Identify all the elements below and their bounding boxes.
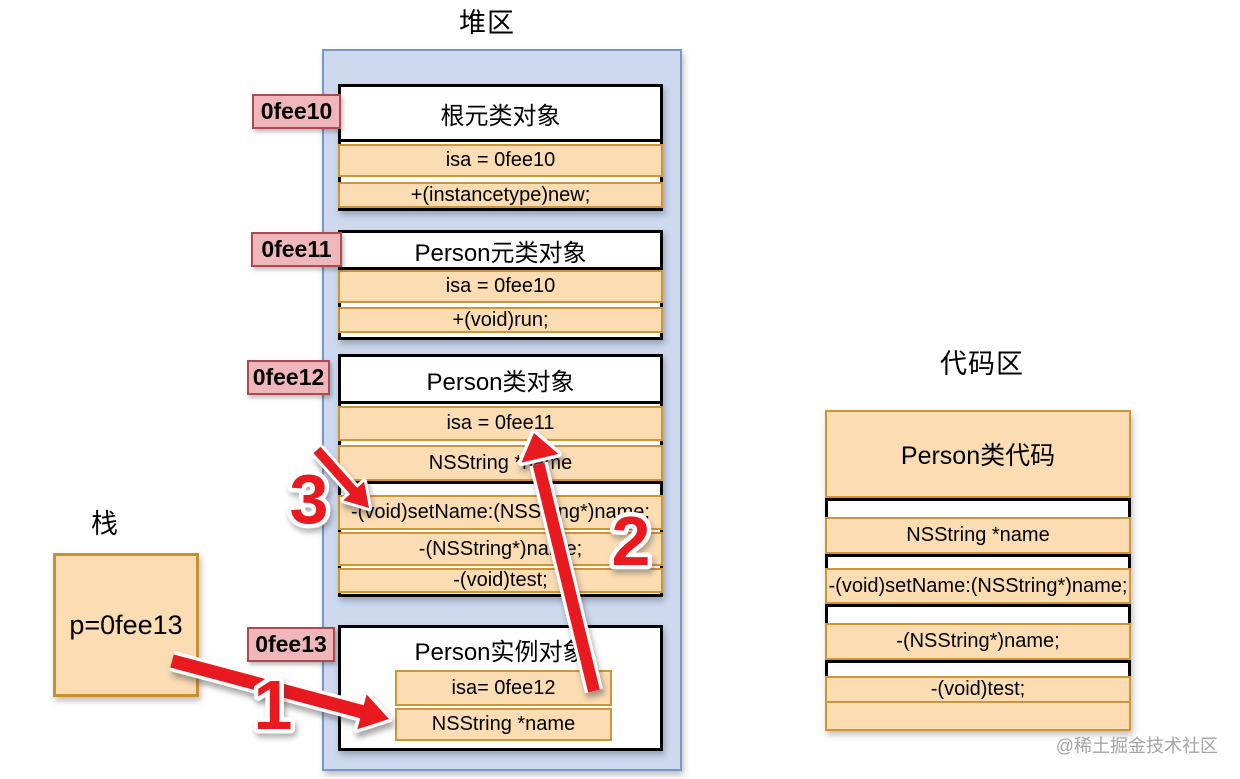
person-instance-title: Person实例对象 <box>414 638 587 666</box>
address-label-0fee12: 0fee12 <box>247 360 330 395</box>
person-class-separator <box>338 481 663 495</box>
code-gap <box>825 554 1131 568</box>
stack-variable-box: p=0fee13 <box>53 553 199 697</box>
code-empty-row <box>825 701 1131 731</box>
code-test-row: -(void)test; <box>825 676 1131 703</box>
person-metaclass-box: Person元类对象 isa = 0fee10 +(void)run; <box>338 230 663 340</box>
code-getname-row: -(NSString*)name; <box>825 623 1131 660</box>
code-area-title: Person类代码 <box>825 410 1131 498</box>
address-label-0fee11: 0fee11 <box>251 232 342 267</box>
heap-zone-title: 堆区 <box>459 8 515 38</box>
person-class-box: Person类对象 isa = 0fee11 NSString *name -(… <box>338 354 663 597</box>
person-class-name-row: NSString *name <box>338 445 663 481</box>
address-label-0fee10: 0fee10 <box>252 94 341 129</box>
code-area-box: Person类代码 NSString *name -(void)setName:… <box>825 410 1131 731</box>
person-class-isa-row: isa = 0fee11 <box>338 406 663 441</box>
code-zone-title: 代码区 <box>940 349 1024 379</box>
code-gap <box>825 604 1131 623</box>
arrow-1-number: 1 <box>254 666 293 744</box>
code-gap <box>825 498 1131 517</box>
root-metaclass-title: 根元类对象 <box>341 87 660 142</box>
watermark: @稀土掘金技术社区 <box>1055 736 1218 756</box>
root-metaclass-method-row: +(instancetype)new; <box>338 182 663 208</box>
person-metaclass-title: Person元类对象 <box>341 233 660 270</box>
stack-variable-value: p=0fee13 <box>69 609 183 640</box>
root-metaclass-box: 根元类对象 isa = 0fee10 +(instancetype)new; <box>338 84 663 211</box>
code-gap <box>825 660 1131 676</box>
person-metaclass-isa-row: isa = 0fee10 <box>338 270 663 303</box>
person-instance-isa-row: isa= 0fee12 <box>395 670 612 706</box>
code-name-ivar-row: NSString *name <box>825 517 1131 554</box>
person-class-setname-row: -(void)setName:(NSString*)name; <box>338 495 663 530</box>
code-setname-row: -(void)setName:(NSString*)name; <box>825 568 1131 604</box>
person-class-title: Person类对象 <box>341 357 660 404</box>
person-class-getname-row: -(NSString*)name; <box>338 532 663 566</box>
stack-zone-title: 栈 <box>91 509 119 539</box>
root-metaclass-isa-row: isa = 0fee10 <box>338 144 663 177</box>
person-metaclass-method-row: +(void)run; <box>338 307 663 333</box>
address-label-0fee13: 0fee13 <box>247 627 335 662</box>
person-instance-name-row: NSString *name <box>395 708 612 741</box>
person-class-test-row: -(void)test; <box>338 568 663 593</box>
person-instance-box: Person实例对象 isa= 0fee12 NSString *name <box>338 625 663 751</box>
